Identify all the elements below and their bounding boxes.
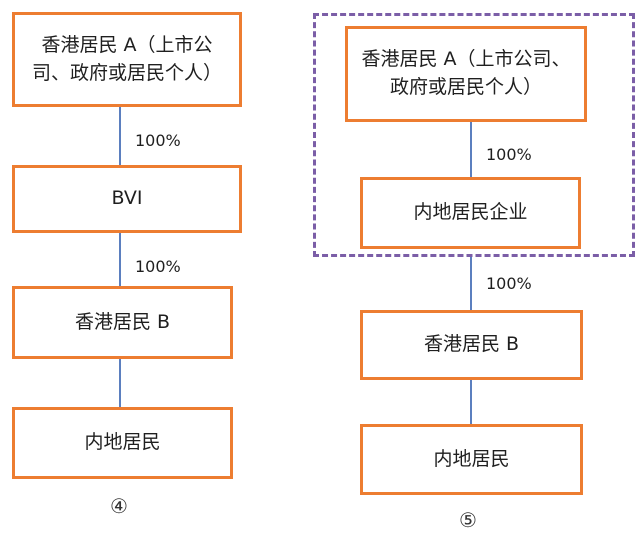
right-box-hk-resident-b-label: 香港居民 B: [423, 333, 520, 356]
left-box-hk-resident-b-label: 香港居民 B: [74, 310, 171, 333]
right-box-hk-resident-a: 香港居民 A（上市公司、政府或居民个人）: [345, 26, 587, 122]
right-connector-1: [470, 122, 472, 177]
left-connector-3: [119, 359, 121, 407]
left-connector-1: [119, 107, 121, 165]
left-percent-1: 100%: [135, 131, 181, 150]
right-box-mainland-enterprise-label: 内地居民企业: [413, 201, 528, 224]
right-box-hk-resident-b: 香港居民 B: [360, 310, 583, 380]
right-box-hk-resident-a-label: 香港居民 A（上市公司、政府或居民个人）: [361, 48, 571, 98]
right-percent-1: 100%: [486, 145, 532, 164]
left-box-bvi: BVI: [12, 165, 242, 233]
left-percent-2: 100%: [135, 257, 181, 276]
left-box-hk-resident-a-label: 香港居民 A（上市公司、政府或居民个人）: [31, 33, 222, 84]
right-group-dashed-border: [313, 13, 635, 257]
right-diagram-label: ⑤: [459, 508, 477, 532]
left-diagram-label: ④: [110, 494, 128, 518]
right-percent-2: 100%: [486, 274, 532, 293]
right-box-mainland-enterprise: 内地居民企业: [360, 177, 581, 249]
left-box-mainland-resident-label: 内地居民: [84, 431, 161, 454]
left-box-hk-resident-b: 香港居民 B: [12, 286, 233, 359]
right-connector-3: [470, 380, 472, 424]
left-box-hk-resident-a: 香港居民 A（上市公司、政府或居民个人）: [12, 12, 242, 107]
left-connector-2: [119, 233, 121, 286]
right-connector-2: [470, 257, 472, 310]
right-box-mainland-resident: 内地居民: [360, 424, 583, 495]
right-box-mainland-resident-label: 内地居民: [433, 447, 510, 470]
left-box-mainland-resident: 内地居民: [12, 407, 233, 479]
left-box-bvi-label: BVI: [111, 187, 143, 210]
